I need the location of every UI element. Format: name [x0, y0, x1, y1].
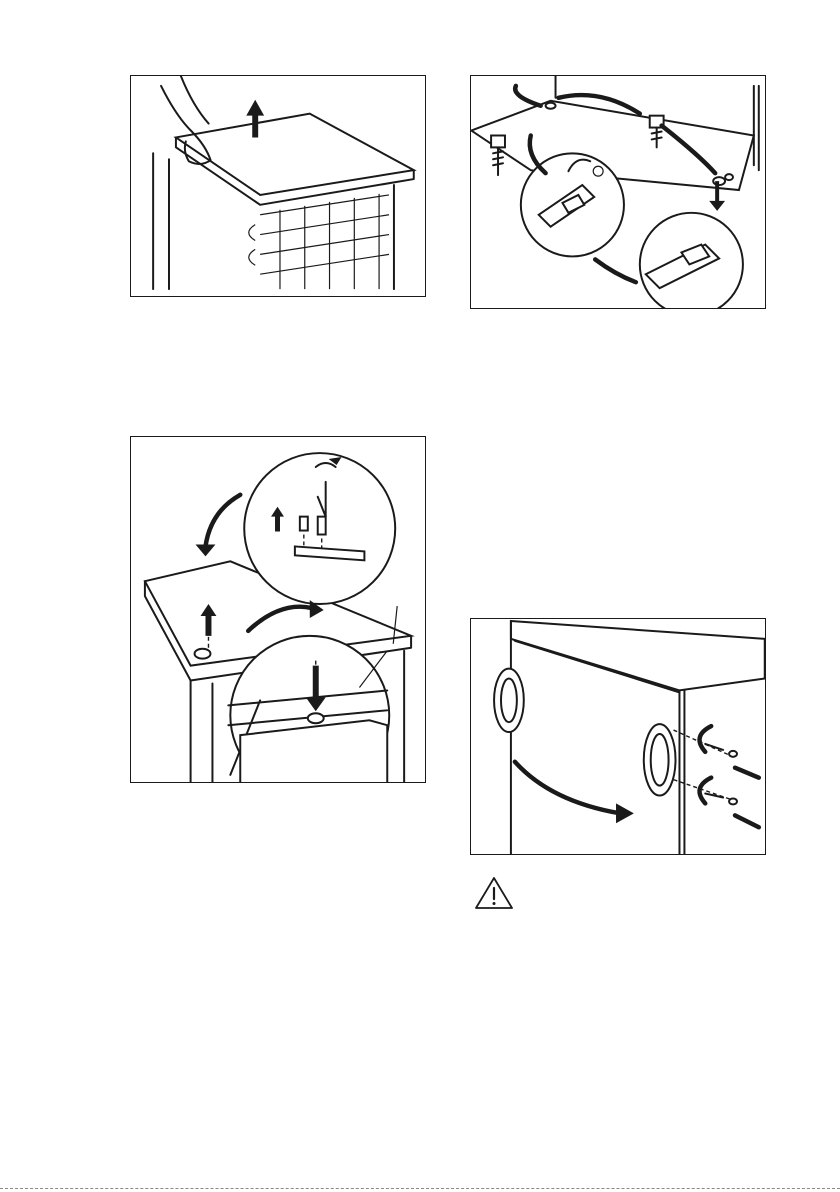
- bottom-hinge-illustration: [471, 76, 765, 308]
- handle-swap-illustration: [471, 619, 765, 854]
- warning-triangle-icon: [474, 876, 514, 910]
- figure-move-hinge-pin: [130, 436, 426, 783]
- figure-lift-top-cover: [130, 75, 426, 297]
- figure-handle-swap: [470, 618, 766, 855]
- hinge-swap-illustration: [131, 437, 425, 782]
- lift-cover-illustration: [131, 76, 425, 296]
- footer-rule: [0, 1188, 840, 1189]
- figure-bottom-hinge: [470, 75, 766, 309]
